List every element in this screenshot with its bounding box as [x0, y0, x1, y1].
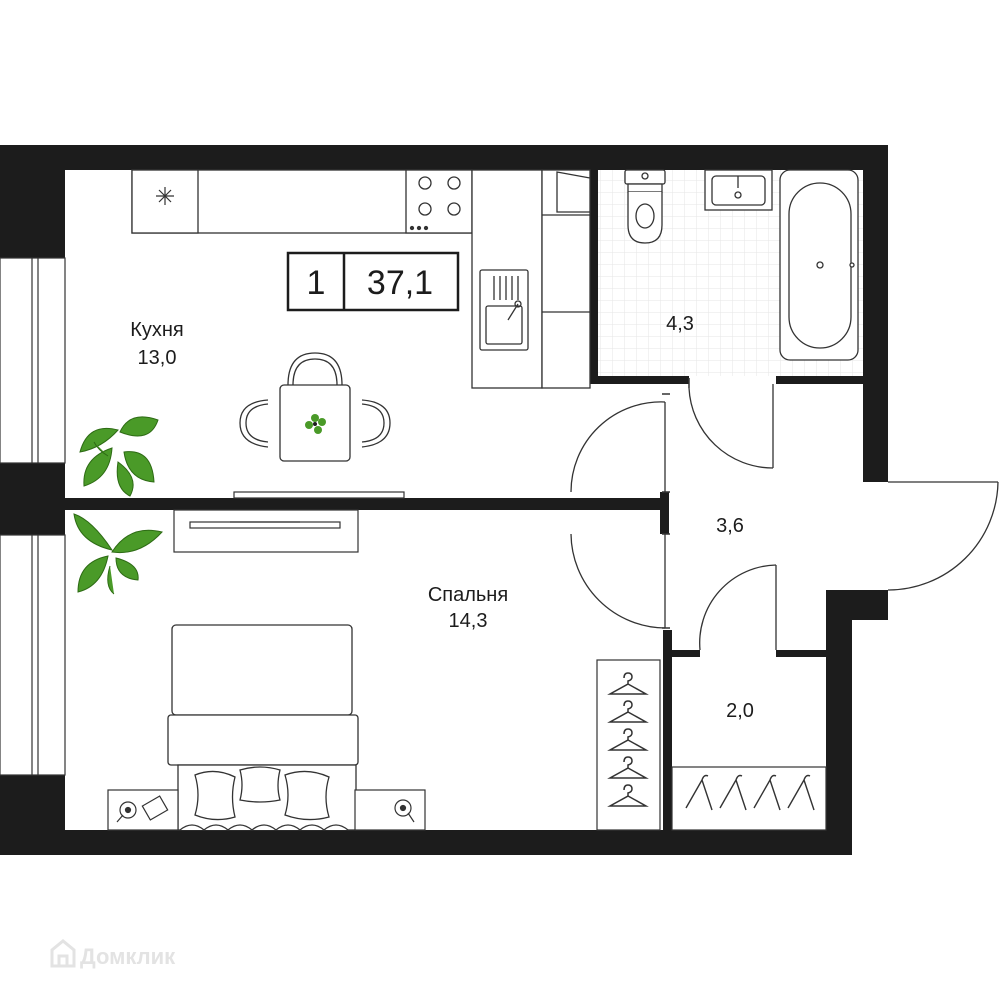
door-frame-marks — [662, 378, 690, 629]
bedroom-area: 14,3 — [449, 610, 488, 632]
bedroom-tv-stand — [173, 509, 359, 553]
bedroom-name: Спальня — [428, 584, 508, 606]
nightstand-right — [354, 789, 426, 831]
window-kitchen — [0, 257, 66, 464]
bedroom-wardrobe — [596, 659, 661, 831]
apartment-badge: 1 37,1 — [286, 251, 460, 312]
kitchen-sink — [479, 269, 529, 351]
house-icon — [50, 939, 76, 968]
kitchen-area: 13,0 — [138, 347, 177, 369]
doors — [570, 384, 999, 651]
logo-watermark: Домклик — [50, 939, 176, 969]
walls — [0, 145, 888, 855]
nightstand-left — [107, 789, 179, 831]
bathroom-area: 4,3 — [666, 313, 694, 335]
snowflake-icon — [156, 187, 174, 205]
tall-cabinet — [556, 171, 591, 213]
logo-text: Домклик — [80, 944, 176, 969]
closet-hangers — [685, 774, 815, 811]
bed — [167, 624, 359, 831]
total-area: 37,1 — [367, 264, 433, 302]
dining-table — [239, 352, 391, 462]
bathtub — [779, 169, 859, 361]
bedroom-plant-icon — [73, 513, 163, 595]
hallway-area: 3,6 — [716, 515, 744, 537]
kitchen-name: Кухня — [130, 319, 184, 341]
room-count: 1 — [307, 264, 326, 302]
window-bedroom — [0, 534, 66, 776]
closet-area: 2,0 — [726, 700, 754, 722]
kitchen-plant-icon — [79, 416, 159, 497]
closet-rack — [671, 766, 827, 831]
kitchen-radiator — [233, 491, 405, 499]
bathroom-sink — [704, 169, 773, 211]
stove-burners — [409, 176, 461, 231]
toilet — [624, 169, 666, 244]
table-plant-icon — [305, 414, 326, 434]
